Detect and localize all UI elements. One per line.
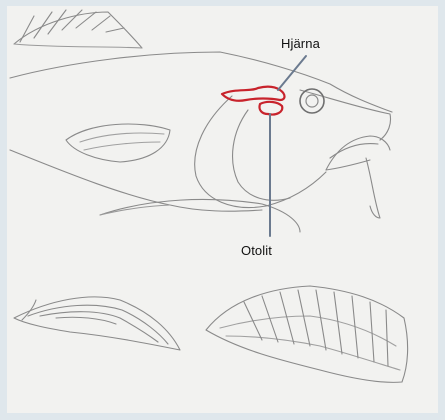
- brain-leader-line: [278, 56, 306, 90]
- gill-cover: [195, 96, 326, 208]
- fish-sketch-drawing: [7, 6, 438, 413]
- pectoral-fin: [66, 124, 170, 162]
- head-and-jaw: [300, 90, 391, 218]
- otolith-label: Otolit: [241, 243, 272, 258]
- left-scale-sketch: [14, 297, 180, 350]
- dorsal-fin: [14, 10, 142, 48]
- eye: [300, 89, 324, 113]
- brain-highlight: [222, 87, 285, 101]
- otolith-highlight: [259, 102, 282, 115]
- sketch-paper: [7, 6, 438, 413]
- brain-label: Hjärna: [281, 36, 320, 51]
- right-scale-sketch: [206, 286, 408, 382]
